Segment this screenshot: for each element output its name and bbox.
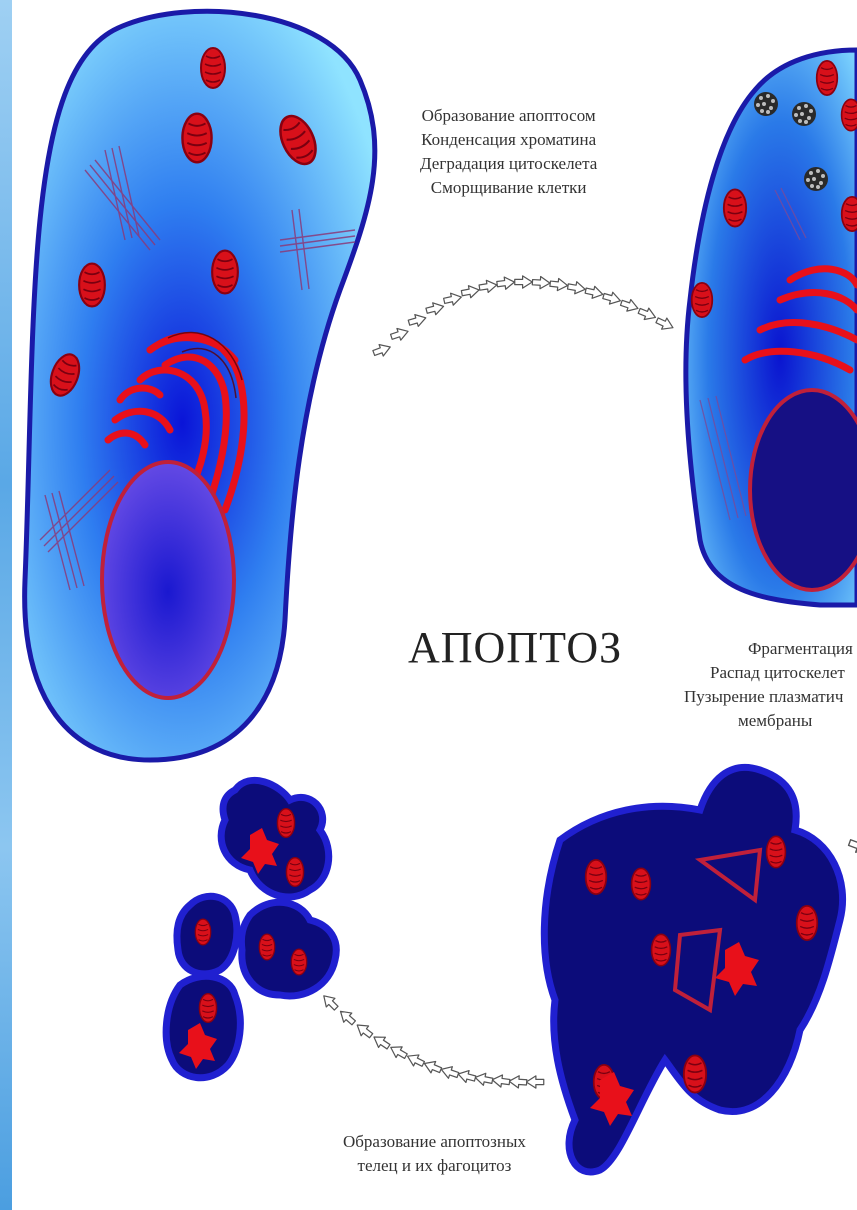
mitochondrion [842,197,857,231]
shrinking-cell [686,50,857,605]
nucleus [102,462,234,698]
caption-line: Сморщивание клетки [420,176,597,200]
hollow-arrow-icon [491,1074,510,1088]
hollow-arrow-icon [336,1007,357,1028]
hollow-arrow-icon [353,1020,374,1040]
hollow-arrow-icon [372,341,393,358]
apoptotic-body [166,976,240,1077]
hollow-arrow-icon [319,991,340,1012]
hollow-arrow-icon [389,326,409,343]
hollow-arrow-icon [637,305,658,323]
hollow-arrow-icon [457,1068,477,1084]
stage2-caption: Фрагментация ядр Распад цитоскелет Пузыр… [684,637,857,733]
mitochondrion [767,836,786,867]
apoptotic-body [241,902,336,996]
hollow-arrow-icon [532,276,550,289]
caption-line: Образование апоптозных [343,1130,526,1154]
chromatin-body [792,102,816,126]
nucleus [750,390,857,590]
mitochondrion [259,934,274,960]
apoptotic-body [221,780,329,897]
mitochondrion [684,1055,706,1092]
hollow-arrow-icon [425,300,445,316]
hollow-arrow-icon [654,315,675,333]
hollow-arrow-icon [567,280,586,295]
mitochondrion [286,858,303,887]
mitochondrion [277,809,294,838]
fragmenting-cell [544,767,842,1172]
caption-line: Фрагментация ядр [684,637,857,661]
stage3-caption: Образование апоптозных телец и их фагоци… [343,1130,526,1178]
caption-line: Образование апоптосом [420,104,597,128]
arrow-arc-bottom [319,991,543,1088]
caption-line: Пузырение плазматич [684,685,857,709]
hollow-arrow-icon [584,285,604,301]
hollow-arrow-icon [371,1032,392,1052]
chromatin-body [754,92,778,116]
arrow-arc-top [372,276,676,359]
mitochondrion [182,114,211,163]
mitochondrion [842,99,857,130]
mitochondrion [291,949,306,975]
hollow-arrow-icon [619,297,640,314]
hollow-arrow-icon [388,1042,409,1061]
hollow-arrow-icon [515,276,533,288]
mitochondrion [201,48,225,88]
hollow-arrow-icon [509,1075,527,1088]
hollow-arrow-icon [550,278,569,292]
hollow-arrow-icon [405,1051,426,1070]
chromatin-body [804,167,828,191]
mitochondrion [586,860,607,894]
diagram-title: АПОПТОЗ [408,622,622,673]
mitochondrion [212,251,238,294]
hollow-arrow-icon [407,312,427,329]
mitochondrion [632,868,651,899]
hollow-arrow-icon [602,290,622,307]
mitochondrion [199,994,216,1023]
hollow-arrow-icon [847,836,857,856]
hollow-arrow-icon [479,279,498,294]
stage1-caption: Образование апоптосом Конденсация хромат… [420,104,597,200]
hollow-arrow-icon [474,1071,494,1086]
hollow-arrow-icon [461,284,480,299]
apoptotic-bodies [166,780,336,1077]
mitochondrion [797,906,818,940]
fragmenting-cell-membrane [544,767,842,1172]
hollow-arrow-icon [422,1058,443,1076]
caption-line: телец и их фагоцитоз [343,1154,526,1178]
caption-line: Конденсация хроматина [420,128,597,152]
mitochondrion [79,264,105,307]
mitochondrion [692,283,713,317]
mitochondrion [817,61,838,95]
mitochondrion [652,934,671,965]
mitochondrion [195,919,210,945]
hollow-arrow-icon [526,1076,544,1088]
normal-cell [25,11,375,760]
hollow-arrow-icon [496,276,515,290]
caption-line: Распад цитоскелет [684,661,857,685]
hollow-arrow-icon [439,1064,460,1081]
caption-line: Деградация цитоскелета [420,152,597,176]
hollow-arrow-icon [443,291,463,307]
mitochondrion [724,189,746,226]
caption-line: мембраны [684,709,857,733]
